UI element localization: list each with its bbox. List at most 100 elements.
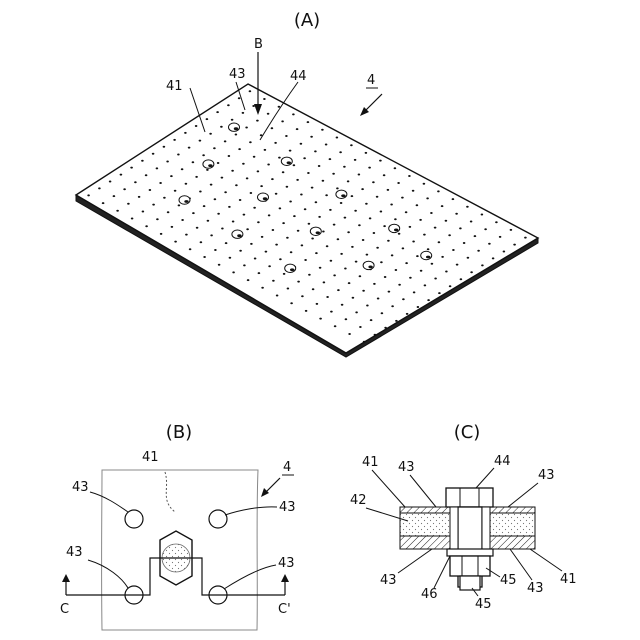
- plate-hole: [210, 184, 213, 186]
- plate-hole: [397, 182, 400, 184]
- plate-hole: [249, 90, 252, 92]
- bolt-head: [421, 251, 432, 259]
- plate-hole: [254, 258, 257, 260]
- plate-hole: [363, 341, 366, 343]
- label-hole-tr: 43: [279, 500, 296, 515]
- bolt-head: [285, 264, 296, 272]
- bolt-head-c: [446, 488, 493, 507]
- plate-hole: [279, 258, 282, 260]
- plate-hole: [405, 211, 408, 213]
- plate-hole: [281, 120, 284, 122]
- plate-hole: [409, 277, 412, 279]
- plate-hole: [156, 218, 159, 220]
- plate-hole: [152, 204, 155, 206]
- plate-hole: [292, 113, 295, 115]
- plate-hole: [260, 185, 263, 187]
- panel-a-caption: (A): [294, 10, 320, 31]
- plate-hole: [229, 257, 232, 259]
- plate-hole: [330, 260, 333, 262]
- leader-c-41-bottom: [530, 549, 562, 571]
- plate-hole: [427, 248, 430, 250]
- plate-hole: [308, 223, 311, 225]
- plate-hole: [206, 169, 209, 171]
- plate-hole: [325, 144, 328, 146]
- plate-hole: [323, 281, 326, 283]
- label-c-43-top-right: 43: [538, 468, 555, 483]
- plate-hole: [243, 264, 246, 266]
- plate-hole: [142, 211, 145, 213]
- plate-hole: [243, 214, 246, 216]
- plate-hole: [344, 217, 347, 219]
- plate-hole: [484, 228, 487, 230]
- plate-hole: [334, 325, 337, 327]
- plate-hole: [152, 153, 155, 155]
- plate-hole: [369, 217, 372, 219]
- plate-hole: [351, 246, 354, 248]
- plate-hole: [383, 174, 386, 176]
- plate-hole: [171, 226, 174, 228]
- plate-hole: [384, 327, 387, 329]
- leader-c-44: [476, 468, 494, 488]
- plate-hole: [412, 190, 415, 192]
- plate-hole: [463, 242, 466, 244]
- plate-hole: [134, 181, 137, 183]
- plate-hole: [261, 236, 264, 238]
- plate-hole: [441, 205, 444, 207]
- label-hole-43: 43: [229, 67, 246, 82]
- plate-hole: [347, 180, 350, 182]
- plate-hole: [322, 231, 325, 233]
- plate-hole: [318, 216, 321, 218]
- plate-hole: [387, 240, 390, 242]
- plate-hole: [455, 213, 458, 215]
- plate-hole: [221, 177, 224, 179]
- plate-hole: [300, 143, 303, 145]
- plate-hole: [452, 249, 455, 251]
- plate-hole: [267, 113, 270, 115]
- label-c-43-top-left: 43: [398, 460, 415, 475]
- plate-hole: [307, 172, 310, 174]
- plate-hole: [293, 164, 296, 166]
- plate-hole: [337, 289, 340, 291]
- plate-hole: [499, 236, 502, 238]
- plate-hole: [488, 243, 491, 245]
- plate-hole: [394, 167, 397, 169]
- plate-hole: [293, 215, 296, 217]
- plate-hole: [341, 304, 344, 306]
- plate-hole: [214, 198, 217, 200]
- label-c-45-tip: 45: [475, 597, 492, 612]
- plate-hole: [297, 230, 300, 232]
- plate-hole: [311, 238, 314, 240]
- plate-hole: [203, 205, 206, 207]
- plate-hole: [337, 238, 340, 240]
- plate-hole: [379, 160, 382, 162]
- leader-c-43-top-right: [508, 483, 538, 507]
- plate-hole: [301, 244, 304, 246]
- plate-hole: [354, 210, 357, 212]
- label-hole-bl: 43: [66, 545, 83, 560]
- plate-hole: [282, 171, 285, 173]
- plate-hole: [245, 127, 248, 129]
- plate-hole: [316, 303, 319, 305]
- plate-hole: [409, 226, 412, 228]
- hole-top-left: [125, 510, 143, 528]
- bolt-head: [336, 190, 347, 198]
- plate-hole: [123, 188, 126, 190]
- plate-hole: [347, 231, 350, 233]
- plate-hole: [283, 273, 286, 275]
- plate-hole: [174, 241, 177, 243]
- plate-hole: [156, 167, 159, 169]
- plate-hole: [431, 263, 434, 265]
- plate-hole: [365, 152, 368, 154]
- plate-hole: [401, 197, 404, 199]
- plate-hole: [319, 318, 322, 320]
- plate-hole: [145, 174, 148, 176]
- panel-a: (A) B 41 43 44 4: [76, 10, 538, 357]
- plate-hole: [181, 168, 184, 170]
- label-plate-41: 41: [166, 79, 183, 94]
- label-assembly-4: 4: [367, 73, 375, 88]
- plate-hole: [261, 287, 264, 289]
- plate-hole: [206, 118, 209, 120]
- plate-hole: [452, 198, 455, 200]
- plate-hole: [373, 283, 376, 285]
- plate-hole: [319, 267, 322, 269]
